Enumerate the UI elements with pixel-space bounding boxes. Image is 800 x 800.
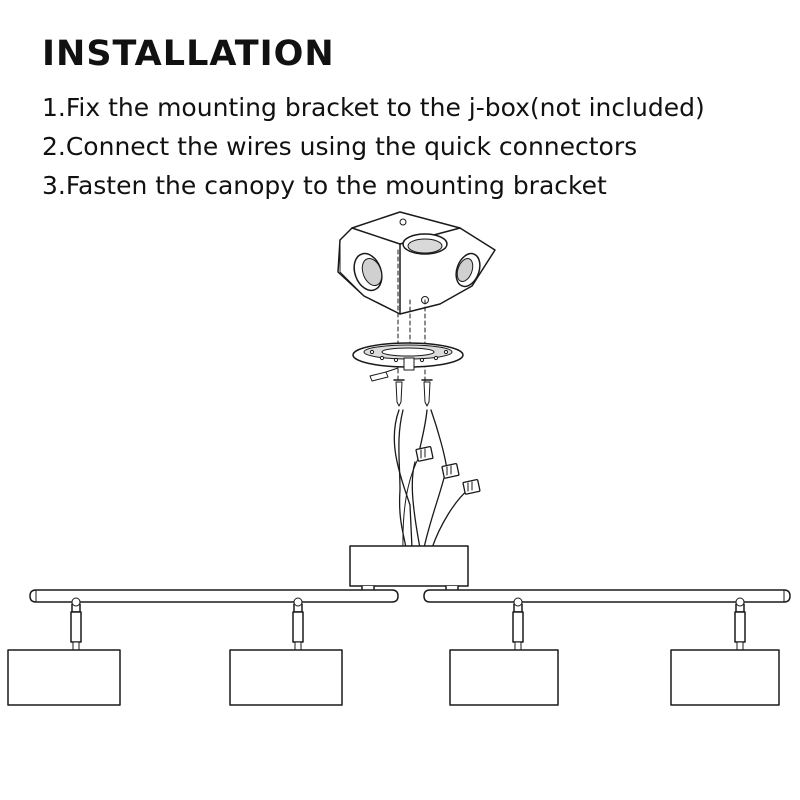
page-title: INSTALLATION xyxy=(42,34,335,74)
instruction-step-2: 2.Connect the wires using the quick conn… xyxy=(42,132,638,161)
spotlight-2 xyxy=(230,598,342,705)
wires xyxy=(394,410,470,548)
mounting-bracket xyxy=(353,343,463,370)
quick-connectors xyxy=(416,446,480,494)
screws xyxy=(370,368,432,406)
instruction-list: 1.Fix the mounting bracket to the j-box(… xyxy=(42,88,705,205)
quick-connector xyxy=(416,446,433,461)
fixture-bar-right xyxy=(424,590,790,602)
spotlight-4 xyxy=(671,598,779,705)
instruction-step-3: 3.Fasten the canopy to the mounting brac… xyxy=(42,171,607,200)
spotlight-3 xyxy=(450,598,558,705)
spotlight-1 xyxy=(8,598,120,705)
fixture-bar-left xyxy=(30,590,398,602)
quick-connector xyxy=(463,479,480,494)
instruction-step-1: 1.Fix the mounting bracket to the j-box(… xyxy=(42,93,705,122)
quick-connector xyxy=(442,463,459,478)
canopy xyxy=(350,546,468,600)
alignment-guides xyxy=(398,250,425,395)
junction-box xyxy=(338,212,495,314)
